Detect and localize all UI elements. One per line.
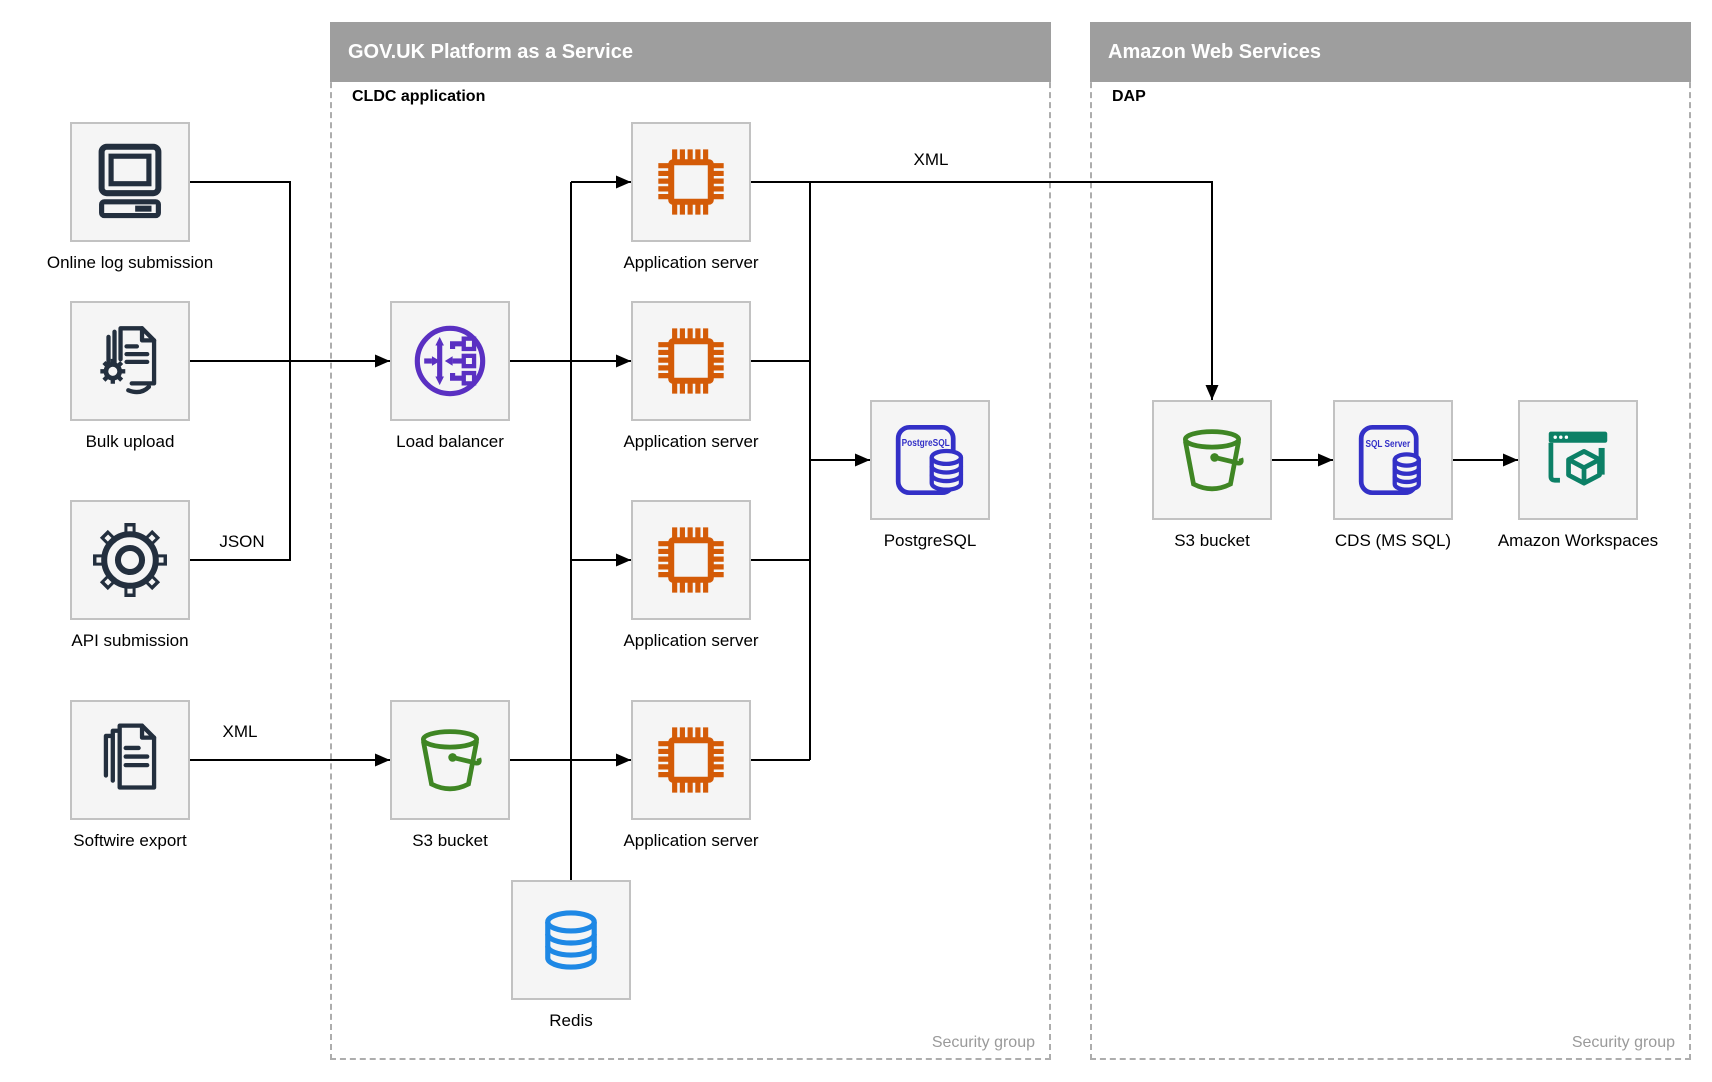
edge-label-json: JSON (219, 532, 265, 551)
node-api-submission: API submission (70, 500, 190, 650)
sql-server-icon-text: SQL Server (1365, 439, 1410, 450)
node-redis: Redis (511, 880, 631, 1030)
postgresql-icon: PostgreSQL (895, 424, 964, 496)
computer-icon (98, 143, 162, 219)
node-online-log-submission: Online log submission (47, 122, 213, 272)
node-application-server-2: Application server (623, 301, 759, 451)
node-label: CDS (MS SQL) (1334, 531, 1452, 550)
edge-sources-merge (190, 181, 291, 561)
edge-label-xml-softwire: XML (222, 722, 258, 741)
edge-app-collector-stubs (751, 360, 810, 761)
node-label: S3 bucket (1174, 531, 1250, 550)
document-gear-icon (100, 326, 157, 395)
edge-collector-vertical (751, 181, 811, 760)
edge-xml-to-aws-s3 (751, 181, 1219, 400)
region-govuk-header: GOV.UK Platform as a Service (330, 22, 1051, 82)
database-icon (545, 910, 597, 970)
region-aws: Amazon Web Services DAP Security group (1090, 22, 1691, 1060)
region-aws-sublabel: DAP (1112, 88, 1146, 105)
node-application-server-3: Application server (623, 500, 759, 650)
region-aws-header: Amazon Web Services (1090, 22, 1691, 82)
chip-icon (658, 727, 724, 793)
node-softwire-export: Softwire export (70, 700, 190, 850)
node-label: Application server (623, 432, 759, 451)
gear-icon (93, 523, 167, 597)
load-balancer-icon (414, 325, 486, 397)
node-label: Application server (623, 831, 759, 850)
node-label: Application server (623, 253, 759, 272)
s3-bucket-icon (420, 729, 482, 792)
node-label: Load balancer (396, 432, 504, 451)
node-application-server-4: Application server (623, 700, 759, 850)
region-aws-footer: Security group (1571, 1034, 1675, 1051)
region-govuk-paas: GOV.UK Platform as a Service CLDC applic… (330, 22, 1051, 1060)
chip-icon (658, 527, 724, 593)
node-label: S3 bucket (412, 831, 488, 850)
region-govuk-footer: Security group (931, 1034, 1035, 1051)
node-bulk-upload: Bulk upload (70, 301, 190, 451)
node-load-balancer: Load balancer (390, 301, 510, 451)
node-s3-bucket-govuk: S3 bucket (390, 700, 510, 850)
node-s3-bucket-aws: S3 bucket (1152, 400, 1272, 550)
node-postgresql: PostgreSQL PostgreSQL (870, 400, 990, 550)
edge-label-xml-app: XML (913, 150, 949, 169)
s3-bucket-icon (1182, 429, 1244, 492)
sql-server-icon: SQL Server (1358, 424, 1421, 496)
postgresql-icon-text: PostgreSQL (902, 438, 950, 449)
node-application-server-1: Application server (623, 122, 759, 272)
documents-icon (103, 723, 157, 790)
node-label: Online log submission (46, 253, 214, 272)
workspaces-icon (1548, 431, 1608, 486)
node-label: Amazon Workspaces (1497, 531, 1659, 550)
node-label: Softwire export (73, 831, 187, 850)
region-govuk-sublabel: CLDC application (352, 88, 486, 105)
region-aws-title: Amazon Web Services (1108, 40, 1322, 63)
node-amazon-workspaces: Amazon Workspaces (1498, 400, 1658, 550)
region-govuk-title: GOV.UK Platform as a Service (348, 40, 633, 63)
node-label: PostgreSQL (883, 531, 977, 550)
node-label: Bulk upload (85, 432, 175, 451)
node-label: Application server (623, 631, 759, 650)
node-label: API submission (71, 631, 189, 650)
node-cds-ms-sql: SQL Server CDS (MS SQL) (1333, 400, 1453, 550)
node-label: Redis (549, 1011, 593, 1030)
chip-icon (658, 149, 724, 215)
chip-icon (658, 328, 724, 394)
